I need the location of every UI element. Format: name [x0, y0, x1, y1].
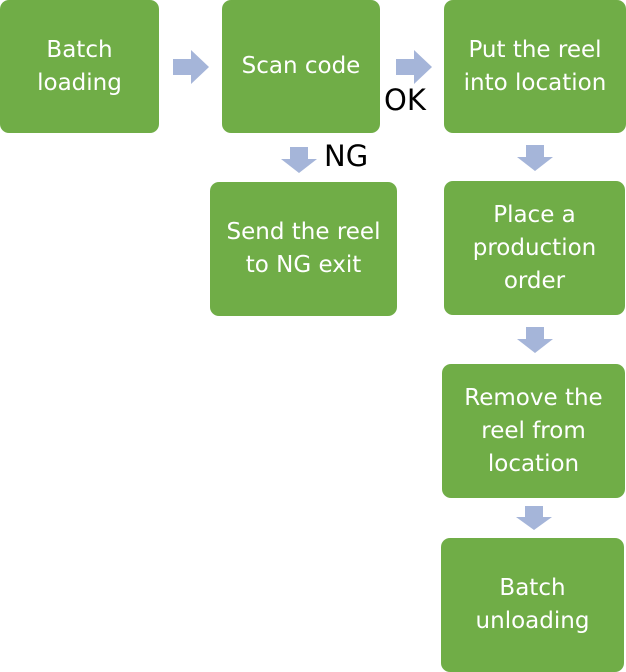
step-remove-reel-from-location: Remove the reel from location — [442, 364, 625, 498]
step-send-ng-label: Send the reel to NG exit — [226, 219, 381, 278]
ng-branch-label: NG — [324, 139, 369, 173]
down-arrow-icon — [516, 506, 552, 530]
down-arrow-icon — [517, 145, 553, 171]
step-batch-unloading: Batch unloading — [441, 538, 624, 672]
step-send-reel-to-ng-exit: Send the reel to NG exit — [210, 182, 397, 316]
down-arrow-icon — [517, 327, 553, 353]
right-arrow-icon — [173, 50, 209, 84]
step-place-order-label: Place a production order — [472, 201, 597, 294]
right-arrow-icon — [396, 50, 432, 84]
step-scan-code-label: Scan code — [241, 53, 361, 79]
step-remove-reel-label: Remove the reel from location — [464, 384, 603, 477]
step-batch-loading-label: Batch loading — [37, 36, 122, 96]
step-place-production-order: Place a production order — [444, 181, 625, 315]
step-batch-loading: Batch loading — [0, 0, 159, 133]
down-arrow-icon — [281, 147, 317, 173]
step-put-reel-into-location: Put the reel into location — [444, 0, 626, 133]
ok-branch-label: OK — [384, 83, 426, 117]
step-batch-unloading-label: Batch unloading — [475, 575, 590, 634]
step-put-reel-label: Put the reel into location — [463, 36, 607, 96]
step-scan-code: Scan code — [222, 0, 380, 133]
